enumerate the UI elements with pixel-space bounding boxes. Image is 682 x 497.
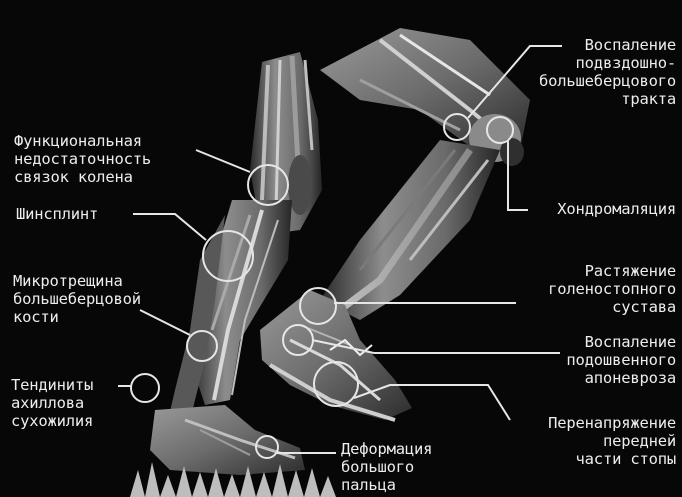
label-line: большеберцовой (13, 290, 141, 308)
label-line: Перенапряжение (548, 414, 676, 432)
label-plantar-fasciitis: Воспаление подошвенного апоневроза (566, 333, 676, 387)
label-line: подвздошно- (539, 54, 676, 72)
label-line: Деформация (341, 440, 432, 458)
leader-shin-splint (133, 214, 206, 240)
label-line: голеностопного (548, 280, 676, 298)
label-line: Микротрещина (13, 272, 141, 290)
label-shin-splints: Шинсплинт (16, 205, 98, 223)
label-line: связок колена (14, 168, 151, 186)
label-line: сустава (548, 298, 676, 316)
label-line: части стопы (548, 450, 676, 468)
label-line: Функциональная (14, 132, 151, 150)
leader-ligament (196, 150, 250, 172)
label-chondromalacia: Хондромаляция (557, 200, 676, 218)
label-line: Воспаление (539, 36, 676, 54)
label-toe-deformity: Деформация большого пальца (341, 440, 432, 494)
label-line: ахиллова (11, 394, 93, 412)
label-line: сухожилия (11, 412, 93, 430)
label-achilles-tendinitis: Тендиниты ахиллова сухожилия (11, 376, 93, 430)
label-line: тракта (539, 90, 676, 108)
label-forefoot-overload: Перенапряжение передней части стопы (548, 414, 676, 468)
back-leg (150, 52, 322, 475)
label-ankle-sprain: Растяжение голеностопного сустава (548, 262, 676, 316)
label-it-band-inflammation: Воспаление подвздошно- большеберцового т… (539, 36, 676, 108)
label-line: пальца (341, 476, 432, 494)
label-line: большеберцового (539, 72, 676, 90)
label-line: подошвенного (566, 351, 676, 369)
label-line: большого (341, 458, 432, 476)
label-line: передней (548, 432, 676, 450)
achilles-marker (131, 374, 159, 402)
label-line: кости (13, 308, 141, 326)
label-line: Хондромаляция (557, 200, 676, 218)
label-line: Шинсплинт (16, 205, 98, 223)
leader-stress-fracture (140, 310, 190, 335)
label-knee-ligament-insufficiency: Функциональная недостаточность связок ко… (14, 132, 151, 186)
label-line: Тендиниты (11, 376, 93, 394)
label-line: недостаточность (14, 150, 151, 168)
label-line: Воспаление (566, 333, 676, 351)
label-line: апоневроза (566, 369, 676, 387)
label-line: Растяжение (548, 262, 676, 280)
label-tibial-stress-fracture: Микротрещина большеберцовой кости (13, 272, 141, 326)
